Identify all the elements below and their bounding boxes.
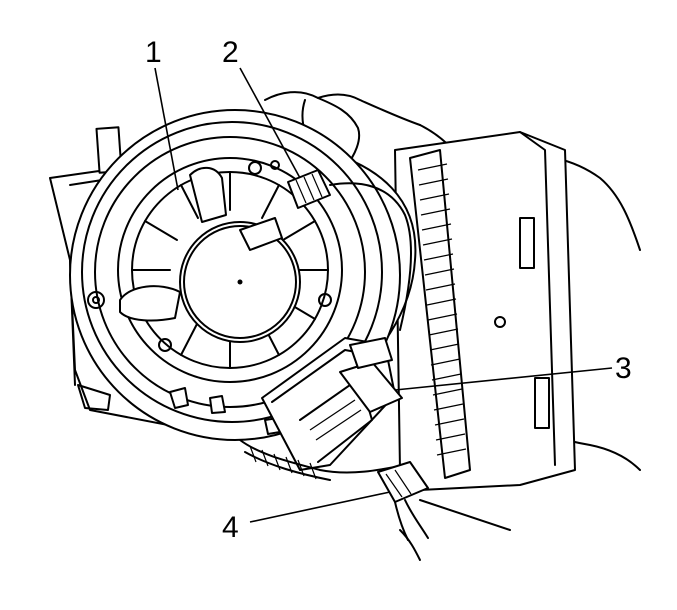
motor-connector <box>287 169 412 331</box>
callout-3: 3 <box>615 352 632 385</box>
callout-2: 2 <box>222 36 239 69</box>
control-module <box>261 337 403 471</box>
vent-slots <box>417 163 467 456</box>
callout-4: 4 <box>222 511 239 544</box>
blower-motor-fan <box>117 157 343 383</box>
leader-lines <box>154 67 613 523</box>
mounting-tabs <box>169 160 281 435</box>
leader-2 <box>239 67 301 179</box>
callout-1: 1 <box>145 36 162 69</box>
leader-4 <box>249 491 391 523</box>
leader-3 <box>394 367 613 391</box>
hvac-case-panel <box>394 131 576 491</box>
harness-connector <box>377 461 429 541</box>
wiring-harness <box>239 439 406 481</box>
leader-1 <box>154 67 179 191</box>
